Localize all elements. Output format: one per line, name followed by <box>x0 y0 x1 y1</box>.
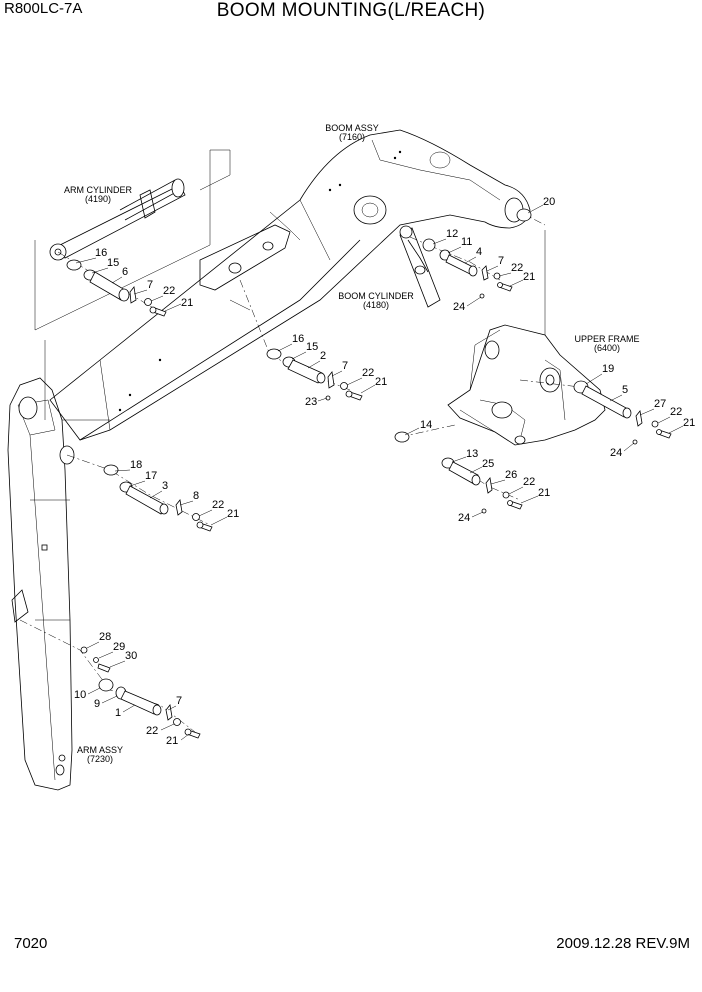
callout-15: 15 <box>107 257 119 269</box>
callout-21g: 21 <box>166 735 178 747</box>
callout-27: 27 <box>654 398 666 410</box>
pin-group-3 <box>103 464 213 532</box>
arm-assy-name: ARM ASSY <box>77 745 123 755</box>
callout-6: 6 <box>122 266 128 278</box>
callout-7c: 7 <box>342 360 348 372</box>
model-number: R800LC-7A <box>4 0 83 17</box>
callout-26: 26 <box>505 469 517 481</box>
boom-assy-code: (7160) <box>339 132 365 142</box>
callout-21d: 21 <box>683 417 695 429</box>
callout-22b: 22 <box>511 262 523 274</box>
callout-22e: 22 <box>523 476 535 488</box>
callout-3: 3 <box>162 480 168 492</box>
callout-16b: 16 <box>292 333 304 345</box>
page-title: BOOM MOUNTING(L/REACH) <box>216 0 486 21</box>
callouts: 16 15 6 7 22 21 20 12 11 4 7 22 21 24 16… <box>74 196 695 747</box>
page-number: 7020 <box>14 935 48 952</box>
callout-8: 8 <box>193 490 199 502</box>
callout-24c: 24 <box>458 512 470 524</box>
arm-assy-code: (7230) <box>87 754 113 764</box>
upper-frame-name: UPPER FRAME <box>574 334 639 344</box>
callout-21f: 21 <box>227 508 239 520</box>
callout-17: 17 <box>145 470 157 482</box>
callout-7b: 7 <box>498 255 504 267</box>
callout-22: 22 <box>163 285 175 297</box>
callout-29: 29 <box>113 641 125 653</box>
boom-cylinder-code: (4180) <box>363 300 389 310</box>
upper-frame-code: (6400) <box>594 343 620 353</box>
callout-10: 10 <box>74 689 86 701</box>
pin-group-5 <box>394 380 672 445</box>
callout-22f: 22 <box>212 499 224 511</box>
callout-5: 5 <box>622 384 628 396</box>
pin-group-4 <box>422 208 532 299</box>
callout-24: 24 <box>453 301 465 313</box>
callout-28: 28 <box>99 631 111 643</box>
callout-21b: 21 <box>523 271 535 283</box>
callout-12: 12 <box>446 228 458 240</box>
boom-drawing <box>49 129 531 441</box>
callout-19: 19 <box>602 363 614 375</box>
callout-2: 2 <box>320 350 326 362</box>
callout-7d: 7 <box>176 695 182 707</box>
pin-group-2 <box>266 348 363 401</box>
callout-25: 25 <box>482 458 494 470</box>
arm-drawing <box>7 340 110 791</box>
callout-18: 18 <box>130 459 142 471</box>
arm-cylinder-code: (4190) <box>85 194 111 204</box>
callout-24b: 24 <box>610 447 622 459</box>
callout-23: 23 <box>305 396 317 408</box>
arm-cylinder-name: ARM CYLINDER <box>64 185 133 195</box>
boom-cylinder-name: BOOM CYLINDER <box>338 291 414 301</box>
callout-20: 20 <box>543 196 555 208</box>
callout-22g: 22 <box>146 725 158 737</box>
callout-21e: 21 <box>538 487 550 499</box>
pin-group-6 <box>66 259 167 317</box>
callout-22d: 22 <box>670 406 682 418</box>
callout-16: 16 <box>95 247 107 259</box>
callout-1: 1 <box>115 707 121 719</box>
callout-4: 4 <box>476 246 482 258</box>
boom-cylinder-drawing <box>399 225 441 308</box>
callout-15b: 15 <box>306 341 318 353</box>
callout-14: 14 <box>420 419 432 431</box>
callout-9: 9 <box>94 698 100 710</box>
boom-assy-name: BOOM ASSY <box>325 123 379 133</box>
callout-11: 11 <box>461 236 472 248</box>
callout-7: 7 <box>147 279 153 291</box>
revision-date: 2009.12.28 REV.9M <box>556 935 690 952</box>
callout-21c: 21 <box>375 376 387 388</box>
assembly-labels: BOOM ASSY (7160) ARM CYLINDER (4190) BOO… <box>64 123 640 764</box>
upper-frame-drawing <box>447 230 606 446</box>
pin-group-1 <box>80 646 201 739</box>
arm-cylinder-drawing <box>34 149 231 331</box>
callout-21: 21 <box>181 297 193 309</box>
callout-13: 13 <box>466 448 478 460</box>
callout-22c: 22 <box>362 367 374 379</box>
callout-30: 30 <box>125 650 137 662</box>
